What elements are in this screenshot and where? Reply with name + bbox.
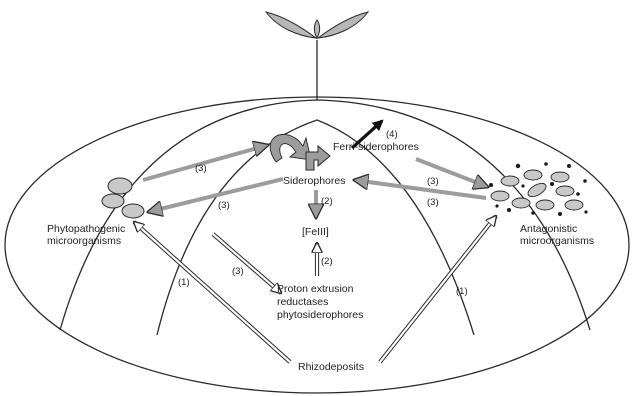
antagonist-dot: [516, 164, 520, 168]
antagonist-cell: [512, 198, 530, 208]
ferri-siderophores-label: Ferri-siderophores: [333, 141, 419, 153]
antagonist-cell: [501, 176, 519, 186]
phytopathogenic-cells: [102, 178, 144, 218]
arrow-antagonist-to-siderophores: [354, 180, 486, 198]
proton-label-3: phytosiderophores: [277, 309, 363, 321]
pathogen-cell-3: [122, 204, 144, 218]
phytopathogenic-label-1: Phytopathogenic: [47, 223, 125, 235]
pathogen-cell-2: [102, 194, 124, 208]
uptake-curved-arrow: [270, 134, 311, 162]
arrow-siderophores-to-pathogen: [148, 179, 283, 212]
step-label-1: (1): [178, 277, 190, 288]
antagonist-cell: [536, 200, 554, 210]
antagonist-dot: [558, 212, 562, 216]
phytopathogenic-label-2: microorganisms: [47, 235, 121, 247]
step-label-3: (3): [232, 266, 244, 277]
antagonist-cell: [565, 200, 583, 210]
antagonist-cell: [491, 191, 509, 201]
antagonist-dot: [544, 162, 548, 166]
antagonist-dot: [521, 184, 524, 187]
pathogen-cell-1: [108, 178, 132, 194]
plant-icon: [266, 12, 368, 100]
proton-label-1: Proton extrusion: [277, 283, 353, 295]
step-label-2: (2): [321, 256, 333, 267]
antagonist-cell: [524, 170, 542, 180]
siderophores-label: Siderophores: [283, 175, 345, 187]
antagonist-dot: [576, 192, 580, 196]
antagonist-dot: [584, 210, 587, 213]
feiii-label: [FeIII]: [302, 226, 329, 238]
antagonist-dot: [507, 208, 511, 212]
antagonist-cell: [526, 181, 548, 200]
step-label-3: (3): [195, 163, 207, 174]
arrow-to-proton-inner: [213, 234, 281, 293]
antagonist-dot: [583, 179, 587, 183]
antagonist-cell: [551, 172, 569, 182]
antagonist-dot: [531, 211, 535, 215]
antagonistic-label-2: microorganisms: [520, 235, 594, 247]
ferri-entry-arrow: [306, 146, 330, 170]
proton-label-2: reductases: [277, 296, 328, 308]
antagonist-cell: [556, 186, 574, 196]
antagonist-dot: [567, 164, 571, 168]
arrow-rhizodeposits-to-pathogen-inner: [134, 222, 290, 362]
antagonistic-cells: [489, 162, 588, 216]
antagonist-dot: [550, 182, 554, 186]
step-label-3: (3): [427, 176, 439, 187]
antagonist-dot: [495, 204, 498, 207]
step-label-2: (2): [321, 196, 333, 207]
step-label-4: (4): [386, 129, 398, 140]
arrow-rhizodeposits-to-antagonist-inner: [380, 216, 496, 362]
antagonistic-label-1: Antagonistic: [520, 223, 577, 235]
rhizodeposits-label: Rhizodeposits: [298, 361, 364, 373]
step-label-3: (3): [218, 200, 230, 211]
step-label-3: (3): [427, 197, 439, 208]
antagonist-dot: [489, 183, 493, 187]
step-label-1: (1): [456, 286, 468, 297]
